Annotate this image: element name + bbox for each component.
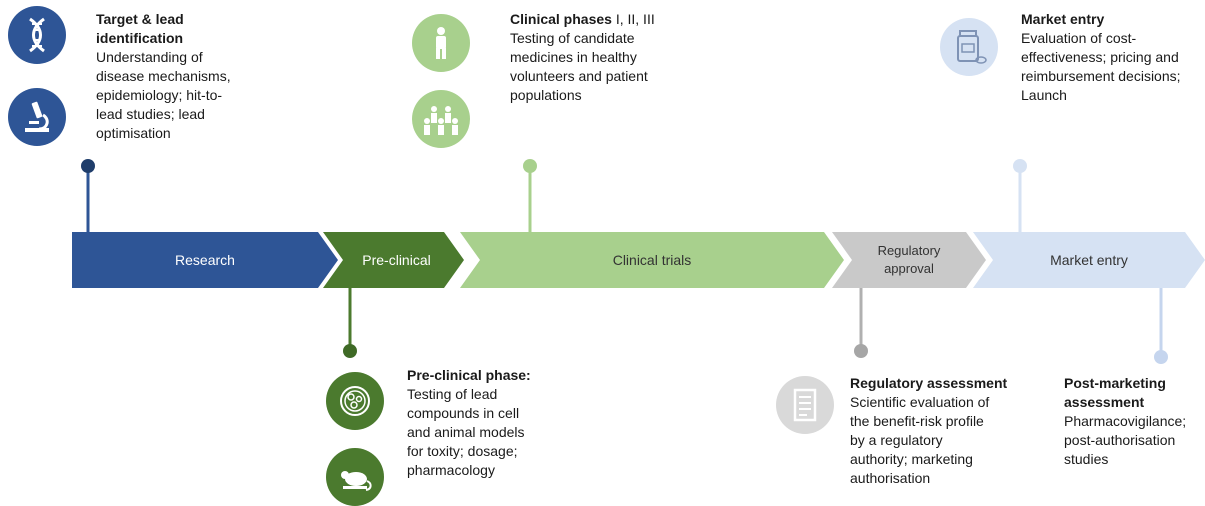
market-title: Market entry	[1021, 11, 1105, 27]
stage-label: Market entry	[1050, 252, 1128, 268]
research-body: Understanding of disease mechanisms, epi…	[96, 49, 231, 141]
research-dot	[81, 159, 95, 173]
stage-regulatory-approval: Regulatory approval	[832, 232, 986, 288]
stage-clinical-trials: Clinical trials	[460, 232, 844, 288]
postmarket-annotation: Post-marketing assessment Pharmacovigila…	[1064, 374, 1204, 469]
dna-icon	[8, 6, 66, 64]
postmarket-title: Post-marketing assessment	[1064, 375, 1166, 410]
regulatory-body: Scientific evaluation of the benefit-ris…	[850, 394, 990, 486]
clinical-title-suffix: I, II, III	[611, 11, 655, 27]
stage-preclinical: Pre-clinical	[323, 232, 464, 288]
preclinical-chevron	[323, 232, 464, 288]
research-title: Target & lead identification	[96, 11, 184, 46]
regulatory-annotation: Regulatory assessment Scientific evaluat…	[850, 374, 1040, 488]
stage-label: Regulatory approval	[877, 243, 941, 276]
postmarket-dot	[1154, 350, 1168, 364]
stage-research: Research	[72, 232, 338, 288]
research-chevron	[72, 232, 338, 288]
preclinical-title: Pre-clinical phase:	[407, 367, 531, 383]
document-icon	[776, 376, 834, 434]
stage-label: Clinical trials	[612, 252, 692, 268]
stage-label: Pre-clinical	[362, 252, 431, 268]
cell-culture-icon	[326, 372, 384, 430]
clinical-title: Clinical phases	[510, 11, 612, 27]
preclinical-dot	[343, 344, 357, 358]
clinical-chevron	[460, 232, 844, 288]
clinical-annotation: Clinical phases I, II, III Testing of ca…	[510, 10, 730, 105]
microscope-icon	[8, 88, 66, 146]
patient-group-icon	[412, 90, 470, 148]
regulatory-title: Regulatory assessment	[850, 375, 1008, 391]
postmarket-body: Pharmacovigilance; post-authorisation st…	[1064, 413, 1187, 467]
medicine-bottle-icon	[940, 18, 998, 76]
market-chevron	[973, 232, 1205, 288]
regulatory-chevron	[832, 232, 986, 288]
stage-label: Research	[175, 252, 235, 268]
research-annotation: Target & lead identification Understandi…	[96, 10, 296, 143]
clinical-dot	[523, 159, 537, 173]
regulatory-dot	[854, 344, 868, 358]
market-annotation: Market entry Evaluation of cost- effecti…	[1021, 10, 1203, 105]
single-person-icon	[412, 14, 470, 72]
market-dot	[1013, 159, 1027, 173]
lab-rat-icon	[326, 448, 384, 506]
preclinical-annotation: Pre-clinical phase: Testing of lead comp…	[407, 366, 607, 480]
stage-market-entry: Market entry	[973, 232, 1205, 288]
clinical-body: Testing of candidate medicines in health…	[510, 30, 648, 103]
market-body: Evaluation of cost- effectiveness; prici…	[1021, 30, 1181, 103]
preclinical-body: Testing of lead compounds in cell and an…	[407, 386, 525, 478]
